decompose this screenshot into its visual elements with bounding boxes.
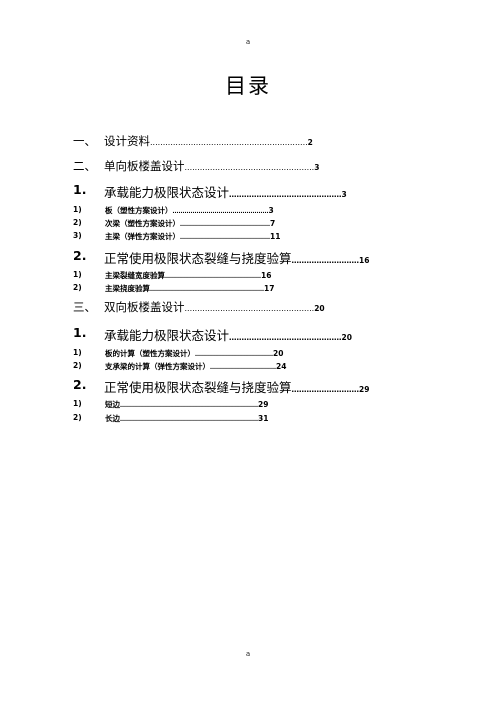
toc-text: 支承梁的计算（弹性方案设计）……………………………24 [105,362,287,371]
toc-number: 1) [73,399,82,408]
toc-number: 2) [73,413,82,422]
toc-text: 长边……………………………………………………………31 [105,414,269,423]
toc-text: 板的计算（塑性方案设计）…………………………………20 [105,349,284,358]
toc-number: 1) [73,270,82,279]
toc-text: 设计资料....................................… [104,134,313,148]
toc-number: 2. [73,377,87,392]
toc-text: 主梁挠度验算…………………………………………………17 [105,284,275,293]
toc-text: 单向板楼盖设计.................................… [104,159,320,173]
toc-number: 3) [73,231,82,240]
toc-text: 双向板楼盖设计.................................… [104,300,325,314]
page-title: 目录 [225,74,271,98]
toc-text: 主梁裂缝宽度验算…………………………………………16 [105,271,272,280]
toc-text: 板（塑性方案设计）…………………………………………3 [105,206,274,215]
toc-number: 1. [73,182,87,197]
toc-text: 承载能力极限状态设计………………………………………20 [104,328,352,343]
toc-text: 主梁（弹性方案设计）………………………………………11 [105,232,281,241]
header-mark: a [245,38,251,46]
toc-number: 1) [73,205,82,214]
toc-number: 三、 [73,300,96,314]
toc-text: 短边……………………………………………………………29 [105,400,269,409]
toc-text: 正常使用极限状态裂缝与挠度验算………………………16 [104,251,370,266]
toc-number: 一、 [73,134,96,148]
toc-text: 承载能力极限状态设计………………………………………3 [104,185,347,200]
toc-number: 2) [73,361,82,370]
toc-text: 正常使用极限状态裂缝与挠度验算………………………29 [104,380,370,395]
toc-number: 2) [73,218,82,227]
toc-number: 1. [73,325,87,340]
toc-text: 次梁（塑性方案设计）………………………………………7 [105,219,276,228]
footer-mark: a [245,650,251,658]
toc-number: 二、 [73,159,96,173]
toc-number: 2. [73,248,87,263]
toc-number: 2) [73,283,82,292]
toc-number: 1) [73,348,82,357]
